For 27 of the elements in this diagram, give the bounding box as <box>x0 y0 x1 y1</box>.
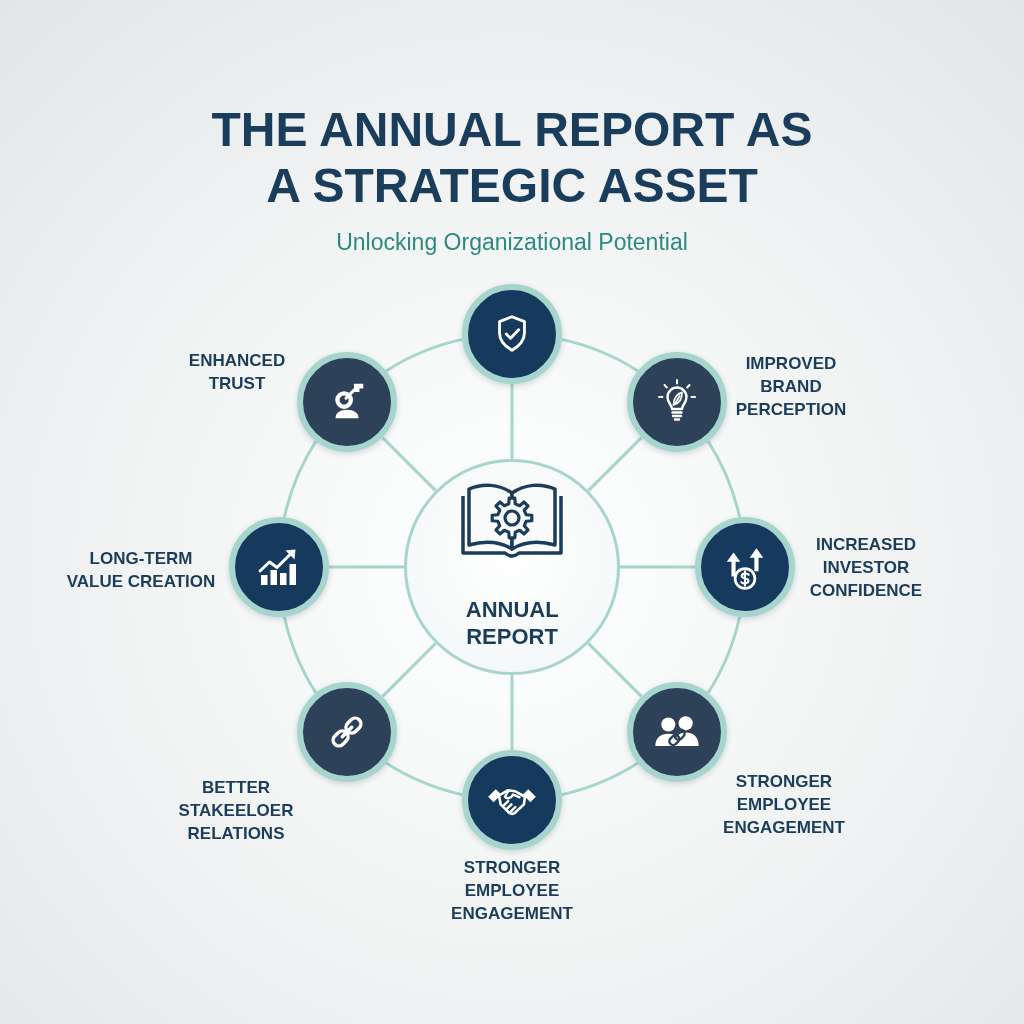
ring-arc-line <box>282 440 318 518</box>
node-label: STRONGER EMPLOYEE ENGAGEMENT <box>451 856 573 925</box>
connector-line <box>587 642 643 698</box>
connector-line <box>587 436 643 492</box>
node-label: BETTER STAKEELOER RELATIONS <box>178 776 294 845</box>
ring-arc-line <box>706 440 742 518</box>
connector-line <box>381 642 437 698</box>
node-label: LONG-TERM VALUE CREATION <box>65 548 217 593</box>
ring-arc-line <box>385 761 463 797</box>
ring-arc-line <box>282 616 318 694</box>
connector-line <box>329 565 404 569</box>
connector-line <box>510 675 514 750</box>
ring-arc-line <box>561 337 639 373</box>
ring-arc-line <box>706 616 742 694</box>
node-label: ENHANCED TRUST <box>188 350 286 395</box>
benefit-circle <box>462 284 562 384</box>
subtitle: Unlocking Organizational Potential <box>335 228 689 256</box>
connector-line <box>620 565 695 569</box>
ring-arc-line <box>561 761 639 797</box>
connector-line <box>381 436 437 492</box>
node-label: IMPROVED BRAND PERCEPTION <box>735 352 847 421</box>
node-label: STRONGER EMPLOYEE ENGAGEMENT <box>723 770 845 839</box>
title: THE ANNUAL REPORT AS A STRATEGIC ASSET <box>210 102 814 214</box>
node-label: INCREASED INVESTOR CONFIDENCE <box>809 533 923 602</box>
connector-line <box>510 384 514 459</box>
center-label: ANNUAL REPORT <box>465 596 559 650</box>
ring-arc-line <box>385 337 463 373</box>
